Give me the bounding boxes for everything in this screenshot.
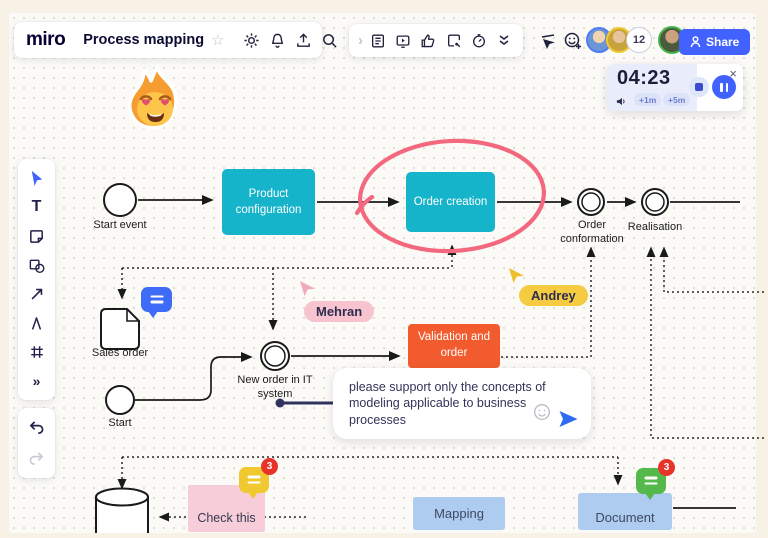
text-tool[interactable]: T [31,198,42,216]
cursor-name-mehran: Mehran [304,301,375,322]
redo-icon[interactable] [26,448,48,470]
node-mapping[interactable]: Mapping [413,497,505,530]
emoji-smiley-icon[interactable] [533,403,551,426]
label-realisation: Realisation [627,221,683,233]
node-order-creation[interactable]: Order creation [406,172,495,232]
label-start-event: Start event [93,219,147,231]
label-sales-order: Sales order [91,347,149,359]
share-label: Share [706,35,740,49]
settings-gear-icon[interactable] [243,30,260,50]
reactions-thumb-icon[interactable] [418,31,438,51]
comment-count-badge: 3 [658,459,675,476]
search-icon[interactable] [321,30,338,50]
chat-message-bubble: please support only the concepts of mode… [333,368,591,439]
add-reaction-icon[interactable] [562,30,584,52]
label-new-order-it-system: New order in IT system [237,374,313,400]
chat-message-text: please support only the concepts of mode… [349,380,546,427]
follow-pointer-icon[interactable] [537,30,559,52]
comment-lines [247,475,261,484]
collaborator-overflow-count[interactable]: 12 [626,27,652,53]
frame-capture-icon[interactable] [444,31,464,51]
add-5-minutes-button[interactable]: +5m [663,93,691,106]
creation-toolbar: T » [18,159,55,400]
board-title[interactable]: Process mapping [83,32,205,48]
more-tools[interactable]: » [32,372,41,389]
facilitation-toolbar: › [349,24,523,57]
node-document[interactable]: Document [578,493,672,530]
notifications-bell-icon[interactable] [269,30,286,50]
fire-heart-eyes-sticker[interactable] [124,63,188,138]
node-product-configuration[interactable]: Product configuration [222,169,315,235]
history-toolbar [18,408,55,478]
timer-pause-button[interactable] [712,75,736,99]
timer-close-icon[interactable]: × [729,66,737,81]
export-upload-icon[interactable] [295,30,312,50]
comment-tail [248,492,258,499]
timer-clock-icon[interactable] [469,31,489,51]
share-button[interactable]: Share [679,29,751,55]
sticky-note-tool[interactable] [26,225,48,247]
comment-lines [150,294,163,304]
comment-lines [644,476,658,485]
cursor-name-andrey: Andrey [519,285,588,306]
timer-value: 04:23 [617,67,671,89]
sticky-note-check-this[interactable]: Check this [188,485,265,532]
presentation-icon[interactable] [393,31,413,51]
send-message-icon[interactable] [558,410,579,428]
pen-tool[interactable] [26,312,48,334]
arrow-connector-tool[interactable] [26,283,48,305]
comment-icon-green[interactable]: 3 [636,459,675,500]
add-1-minute-button[interactable]: +1m [634,93,662,106]
expand-chevron-icon[interactable]: › [358,32,363,49]
person-icon [690,36,701,48]
favorite-star-icon[interactable]: ☆ [211,32,225,49]
undo-icon[interactable] [26,417,48,439]
shapes-tool[interactable] [26,254,48,276]
comment-icon-yellow[interactable]: 3 [239,458,278,499]
comment-count-badge: 3 [261,458,278,475]
node-validation-and-order[interactable]: Validation and order [408,324,500,368]
label-order-conformation: Order conformation [560,219,624,245]
timer-stop-button[interactable] [689,77,709,97]
collapse-double-chevron-icon[interactable] [494,31,514,51]
label-start: Start [108,417,132,429]
speaker-icon[interactable] [616,94,627,112]
notes-icon[interactable] [368,31,388,51]
comment-tail [148,311,158,318]
comment-tail [645,493,655,500]
frame-tool[interactable] [26,341,48,363]
comment-icon-blue[interactable] [141,287,172,318]
select-cursor-tool[interactable] [26,167,48,189]
main-toolbar: miro Process mapping ☆ [14,22,337,58]
miro-logo[interactable]: miro [26,29,66,50]
timer-widget: 04:23 +1m +5m × [607,64,743,111]
